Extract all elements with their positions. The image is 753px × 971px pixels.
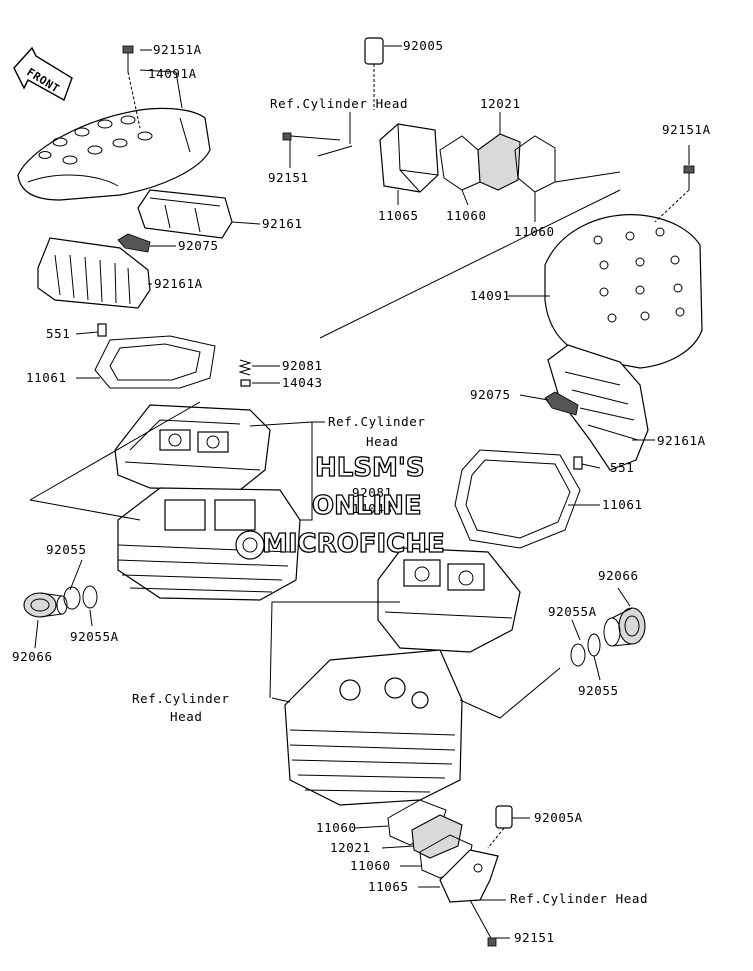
label-ref-cylinder-head-mid-2: Head <box>366 434 399 449</box>
label-551-right: 551 <box>610 460 634 475</box>
reed-12021-bottom <box>411 814 463 859</box>
label-11065-top: 11065 <box>378 208 419 223</box>
label-11060-bottom-b: 11060 <box>350 858 391 873</box>
bracket-92075-right <box>544 391 579 416</box>
label-92075-right: 92075 <box>470 387 511 402</box>
cover-14091A <box>17 107 211 201</box>
label-92081-left: 92081 <box>282 358 323 373</box>
label-92161A-left: 92161A <box>154 276 203 291</box>
part-labels: 92151A 14091A 92005 Ref.Cylinder Head 12… <box>12 38 711 945</box>
label-92055A-right: 92055A <box>548 604 597 619</box>
label-ref-cylinder-head-top: Ref.Cylinder Head <box>270 96 408 111</box>
valve-cover-right <box>377 547 521 653</box>
watermark-line-3: MICROFICHE <box>262 529 445 559</box>
label-92151A-right: 92151A <box>662 122 711 137</box>
label-ref-cylinder-head-bottom: Ref.Cylinder Head <box>510 891 648 906</box>
label-92066-left: 92066 <box>12 649 53 664</box>
watermark-line-2: ONLINE <box>312 491 422 521</box>
label-11060-top-a: 11060 <box>446 208 487 223</box>
label-11061-left: 11061 <box>26 370 67 385</box>
label-11060-top-b: 11060 <box>514 224 555 239</box>
cylinder-head-left <box>117 487 301 601</box>
tappet-92005 <box>364 37 384 110</box>
label-12021-bottom: 12021 <box>330 840 371 855</box>
label-92151-top: 92151 <box>268 170 309 185</box>
gasket-11060-top-b <box>514 135 556 193</box>
leader-lines <box>34 45 690 939</box>
port-92066-right <box>570 607 646 667</box>
label-92066-right: 92066 <box>598 568 639 583</box>
spring-92081-left <box>238 359 252 387</box>
watermark: HLSM'S ONLINE MICROFICHE <box>261 452 445 559</box>
label-ref-cylinder-head-mid-1: Ref.Cylinder <box>328 414 426 429</box>
label-92151-bottom: 92151 <box>514 930 555 945</box>
label-92005: 92005 <box>403 38 444 53</box>
label-551-left: 551 <box>46 326 70 341</box>
plate-92161 <box>137 189 233 239</box>
block-11065-top <box>379 123 439 193</box>
label-92005A: 92005A <box>534 810 583 825</box>
label-92151A-top: 92151A <box>153 42 202 57</box>
label-92161: 92161 <box>262 216 303 231</box>
label-92055-right: 92055 <box>578 683 619 698</box>
label-11060-bottom-a: 11060 <box>316 820 357 835</box>
valve-cover-left <box>114 404 271 491</box>
front-arrow-icon: FRONT <box>13 46 73 102</box>
label-11061-right: 11061 <box>602 497 643 512</box>
label-92055A-left: 92055A <box>70 629 119 644</box>
cylinder-head-right <box>284 649 463 806</box>
port-92066-left <box>23 585 98 618</box>
label-92055-left: 92055 <box>46 542 87 557</box>
reed-12021-top <box>477 133 521 191</box>
label-14091: 14091 <box>470 288 511 303</box>
tappet-92005A <box>487 805 513 849</box>
cover-92161A-left <box>37 237 151 309</box>
label-14043-left: 14043 <box>282 375 323 390</box>
label-ref-cylinder-head-low-1: Ref.Cylinder <box>132 691 230 706</box>
cover-92161A-right <box>547 344 649 471</box>
label-14091A: 14091A <box>148 66 197 81</box>
pushrod-bolt-92151-top <box>282 132 353 157</box>
gasket-11061-right <box>454 449 583 549</box>
gasket-11061-left <box>94 323 216 389</box>
label-ref-cylinder-head-low-2: Head <box>170 709 203 724</box>
label-11065-bottom: 11065 <box>368 879 409 894</box>
bolt-92151A-right <box>654 165 695 223</box>
bolt-92151-bottom <box>469 899 497 947</box>
bolt-92151A-top <box>122 45 141 129</box>
block-11065-bottom <box>439 849 499 903</box>
label-14043-mid: 14043 <box>352 501 393 516</box>
gasket-11060-top-a <box>439 135 481 191</box>
bracket-92075-left <box>117 233 151 253</box>
label-92081-mid: 92081 <box>352 485 393 500</box>
watermark-line-1: HLSM'S <box>315 453 425 483</box>
label-12021-top: 12021 <box>480 96 521 111</box>
label-92161A-right: 92161A <box>657 433 706 448</box>
label-92075-left: 92075 <box>178 238 219 253</box>
